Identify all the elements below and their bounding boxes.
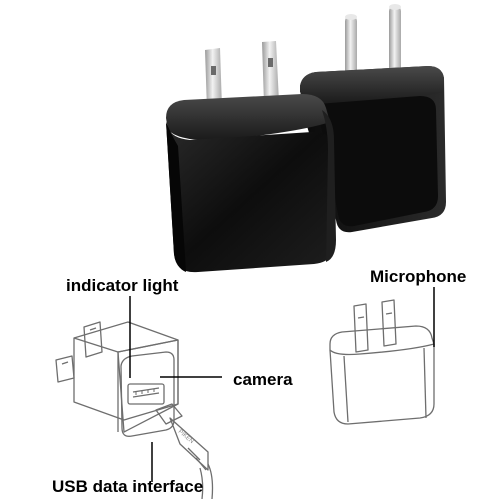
usb-data-interface-label: USB data interface — [52, 477, 203, 496]
leader-lines — [129, 287, 435, 482]
microphone-label: Microphone — [370, 267, 466, 286]
eu-plug-charger-icon — [300, 4, 446, 233]
indicator-light-label: indicator light — [66, 276, 179, 295]
camera-label: camera — [233, 370, 293, 389]
us-plug-charger-icon — [166, 41, 336, 273]
us-prong-right — [262, 41, 279, 104]
labelled-charger-drawing — [55, 321, 214, 499]
microphone-charger-drawing — [329, 299, 435, 425]
us-prong-left — [205, 48, 222, 110]
